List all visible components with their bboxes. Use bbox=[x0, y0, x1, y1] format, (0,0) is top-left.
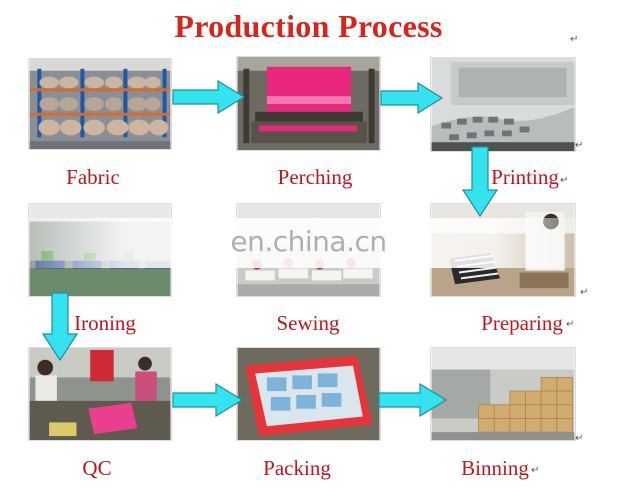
perching-photo bbox=[236, 56, 381, 151]
step-label: Packing bbox=[263, 456, 331, 480]
binning-photo bbox=[430, 347, 576, 441]
packing-photo bbox=[236, 347, 381, 441]
page-title: Production Process bbox=[174, 8, 443, 44]
step-label: Binning bbox=[461, 456, 529, 480]
step-label: Printing bbox=[491, 165, 559, 189]
paragraph-mark: ↵ bbox=[570, 34, 579, 45]
step-label: Preparing bbox=[481, 311, 563, 335]
watermark-band bbox=[0, 218, 617, 268]
step-label: Ironing bbox=[74, 311, 136, 335]
right-arrow bbox=[172, 80, 246, 114]
paragraph-mark: ↵ bbox=[575, 433, 584, 444]
fabric-photo bbox=[28, 58, 172, 150]
step-label: QC bbox=[82, 456, 112, 480]
printing-photo bbox=[430, 57, 576, 152]
qc-photo bbox=[28, 347, 172, 441]
paragraph-mark: ↵ bbox=[566, 319, 575, 330]
step-label: Sewing bbox=[276, 311, 340, 335]
paragraph-mark: ↵ bbox=[560, 175, 569, 186]
down-arrow bbox=[42, 292, 78, 362]
paragraph-mark: ↵ bbox=[575, 140, 584, 151]
right-arrow bbox=[380, 82, 444, 114]
watermark-text: en.china.cn bbox=[230, 225, 387, 258]
right-arrow bbox=[378, 383, 448, 417]
right-arrow bbox=[172, 383, 244, 417]
paragraph-mark: ↵ bbox=[531, 465, 540, 476]
step-label: Perching bbox=[277, 165, 353, 189]
step-label: Fabric bbox=[66, 165, 120, 189]
down-arrow bbox=[462, 146, 498, 218]
paragraph-mark: ↵ bbox=[580, 287, 589, 298]
